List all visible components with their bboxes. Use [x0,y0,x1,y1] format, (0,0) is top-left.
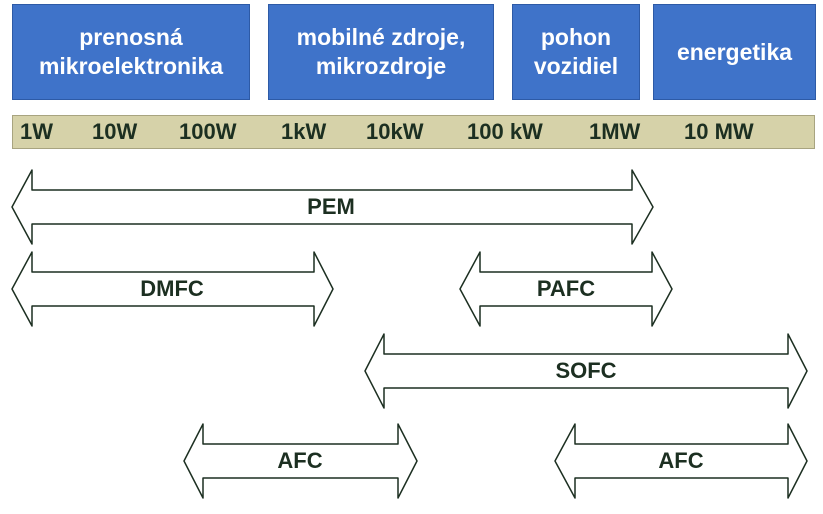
range-label-dmfc: DMFC [140,276,204,301]
power-scale-bar [12,115,815,149]
scale-tick-10mw: 10 MW [684,119,754,144]
range-label-afc-right: AFC [658,448,704,473]
scale-tick-1mw: 1MW [589,119,641,144]
range-label-pafc: PAFC [536,276,596,301]
range-label-afc-left: AFC [277,448,323,473]
scale-tick-1kw: 1kW [281,119,327,144]
range-label-sofc: SOFC [555,358,617,383]
category-box-portable-microelectronics: prenosná mikroelektronika [12,4,250,100]
range-arrow-afc-left [183,423,418,499]
scale-tick-10kw: 10kW [366,119,424,144]
category-box-mobile-sources: mobilné zdroje, mikrozdroje [268,4,494,100]
range-arrow-dmfc [11,251,334,327]
category-box-energetics: energetika [653,4,816,100]
range-arrow-pafc [459,251,673,327]
category-box-vehicle-propulsion: pohon vozidiel [512,4,640,100]
scale-tick-10w: 10W [92,119,138,144]
range-arrow-sofc [364,333,808,409]
scale-tick-100kw: 100 kW [467,119,543,144]
range-arrow-pem [11,169,654,245]
range-label-pem: PEM [307,194,355,219]
range-arrow-afc-right [554,423,808,499]
scale-tick-1w: 1W [20,119,53,144]
scale-tick-100w: 100W [179,119,237,144]
